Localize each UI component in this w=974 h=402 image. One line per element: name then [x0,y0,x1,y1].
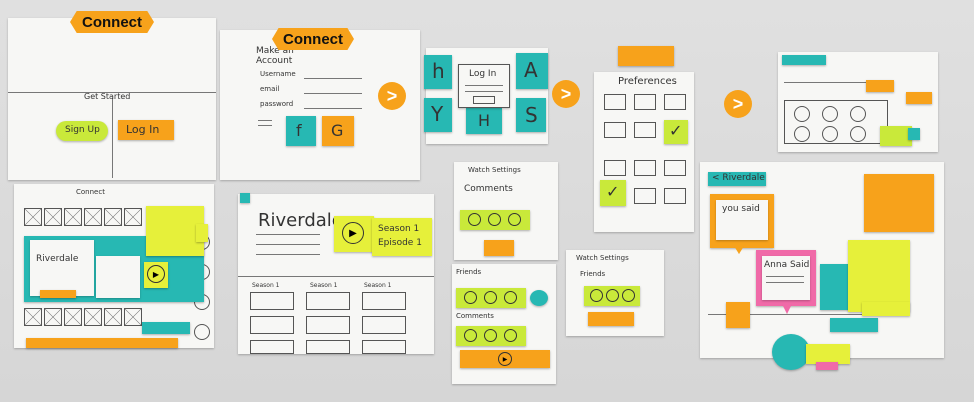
invite-note[interactable] [866,80,894,92]
preference-check-2[interactable]: ✓ [600,180,626,206]
friends-label: Friends [456,268,482,276]
watch-settings-title-3: Watch Settings [576,254,629,262]
anna-said-tail [782,304,792,314]
show-card[interactable]: Riverdale [30,240,94,296]
show-card-title: Riverdale [36,254,79,264]
chat-back-button[interactable]: < Riverdale [708,172,766,186]
preference-check-1[interactable]: ✓ [664,120,688,144]
make-account-title: Make an [256,46,294,56]
rating-note[interactable] [146,206,204,256]
search-friends-note[interactable] [530,290,548,306]
chat-settings-panel[interactable] [848,240,910,312]
sign-up-button[interactable]: Sign Up [56,121,108,141]
comment-reactions-note[interactable] [460,210,530,230]
next-arrow-3[interactable]: > [724,90,752,118]
next-arrow-2[interactable]: > [552,80,580,108]
avatar-note [806,344,850,364]
start-watching-button[interactable] [142,322,190,334]
back-button[interactable] [240,193,250,203]
preferences-note [618,46,674,66]
connect-logo-2: Connect [272,28,354,50]
finish-note[interactable] [906,92,932,104]
login-submit-button[interactable] [473,96,495,104]
reaction-bar-note[interactable] [830,318,878,332]
friends-play-note[interactable] [588,312,634,326]
show-title: Riverdale [258,210,343,231]
password-field[interactable]: password [260,100,294,108]
avatar-pink-note [816,362,838,370]
login-title: Log In [469,69,497,79]
bottom-note [26,338,178,348]
anna-said-card: Anna Said [762,256,810,300]
friends-label-3: Friends [580,270,606,278]
facebook-button[interactable]: f [286,116,316,146]
play-bar-note[interactable]: ▶ [460,350,550,368]
letter-tile-a: A [516,53,548,89]
rating-note-tail [196,224,208,242]
chat-side-panel [820,264,850,310]
play-episode-note[interactable]: ▶ [334,216,374,252]
find-friends-bar [782,55,826,65]
letter-tile-h: h [424,55,452,89]
season-label: Season 1 [378,224,420,234]
avatar[interactable] [772,334,810,370]
show-more-button[interactable] [40,290,76,298]
play-icon[interactable]: ▶ [498,352,512,366]
get-started-label: Get Started [84,92,131,101]
connect-logo-1: Connect [70,11,154,33]
watch-settings-title: Watch Settings [468,166,521,174]
comments-label-2: Comments [456,312,494,320]
welcome-screen: Get Started Sign Up Log In [8,18,216,180]
letter-tile-y: Y [424,98,452,132]
preferences-screen: Preferences [594,72,694,232]
comments-label: Comments [464,184,513,194]
next-arrow-1[interactable]: > [378,82,406,110]
comments-reactions-note-2[interactable] [456,326,526,346]
friend-added-note [880,126,912,146]
username-field[interactable]: Username [260,70,296,78]
emoji-reaction-note[interactable] [726,302,750,328]
you-said-label: you said [722,204,760,214]
event-note [864,174,934,232]
comments-play-note[interactable] [484,240,514,256]
episode-label: Episode 1 [378,238,422,248]
anna-said-label: Anna Said [764,260,810,270]
google-button[interactable]: G [322,116,354,146]
letter-tile-h2: H [466,108,502,134]
preferences-title: Preferences [618,76,677,87]
login-dialog: Log In [458,64,510,108]
you-said-card: you said [716,200,768,240]
friend-check-note [908,128,920,140]
episode-note: Season 1 Episode 1 [372,218,432,256]
play-icon[interactable]: ▶ [147,265,165,283]
play-note[interactable]: ▶ [144,262,168,288]
season-column-2: Season 1 [310,282,338,289]
checkmark-icon: ✓ [606,182,620,201]
play-icon[interactable]: ▶ [342,222,364,244]
friends-reactions-note-3[interactable] [584,286,640,306]
send-note[interactable] [862,302,910,316]
letter-tile-s: S [516,98,546,132]
season-column-3: Season 1 [364,282,392,289]
email-field[interactable]: email [260,85,280,93]
you-said-tail [734,246,744,254]
season-column-1: Season 1 [252,282,280,289]
home-title: Connect [76,188,105,196]
log-in-button[interactable]: Log In [118,120,174,140]
checkmark-icon: ✓ [669,121,683,140]
show-card-info [96,256,140,298]
friends-reactions-note[interactable] [456,288,526,308]
